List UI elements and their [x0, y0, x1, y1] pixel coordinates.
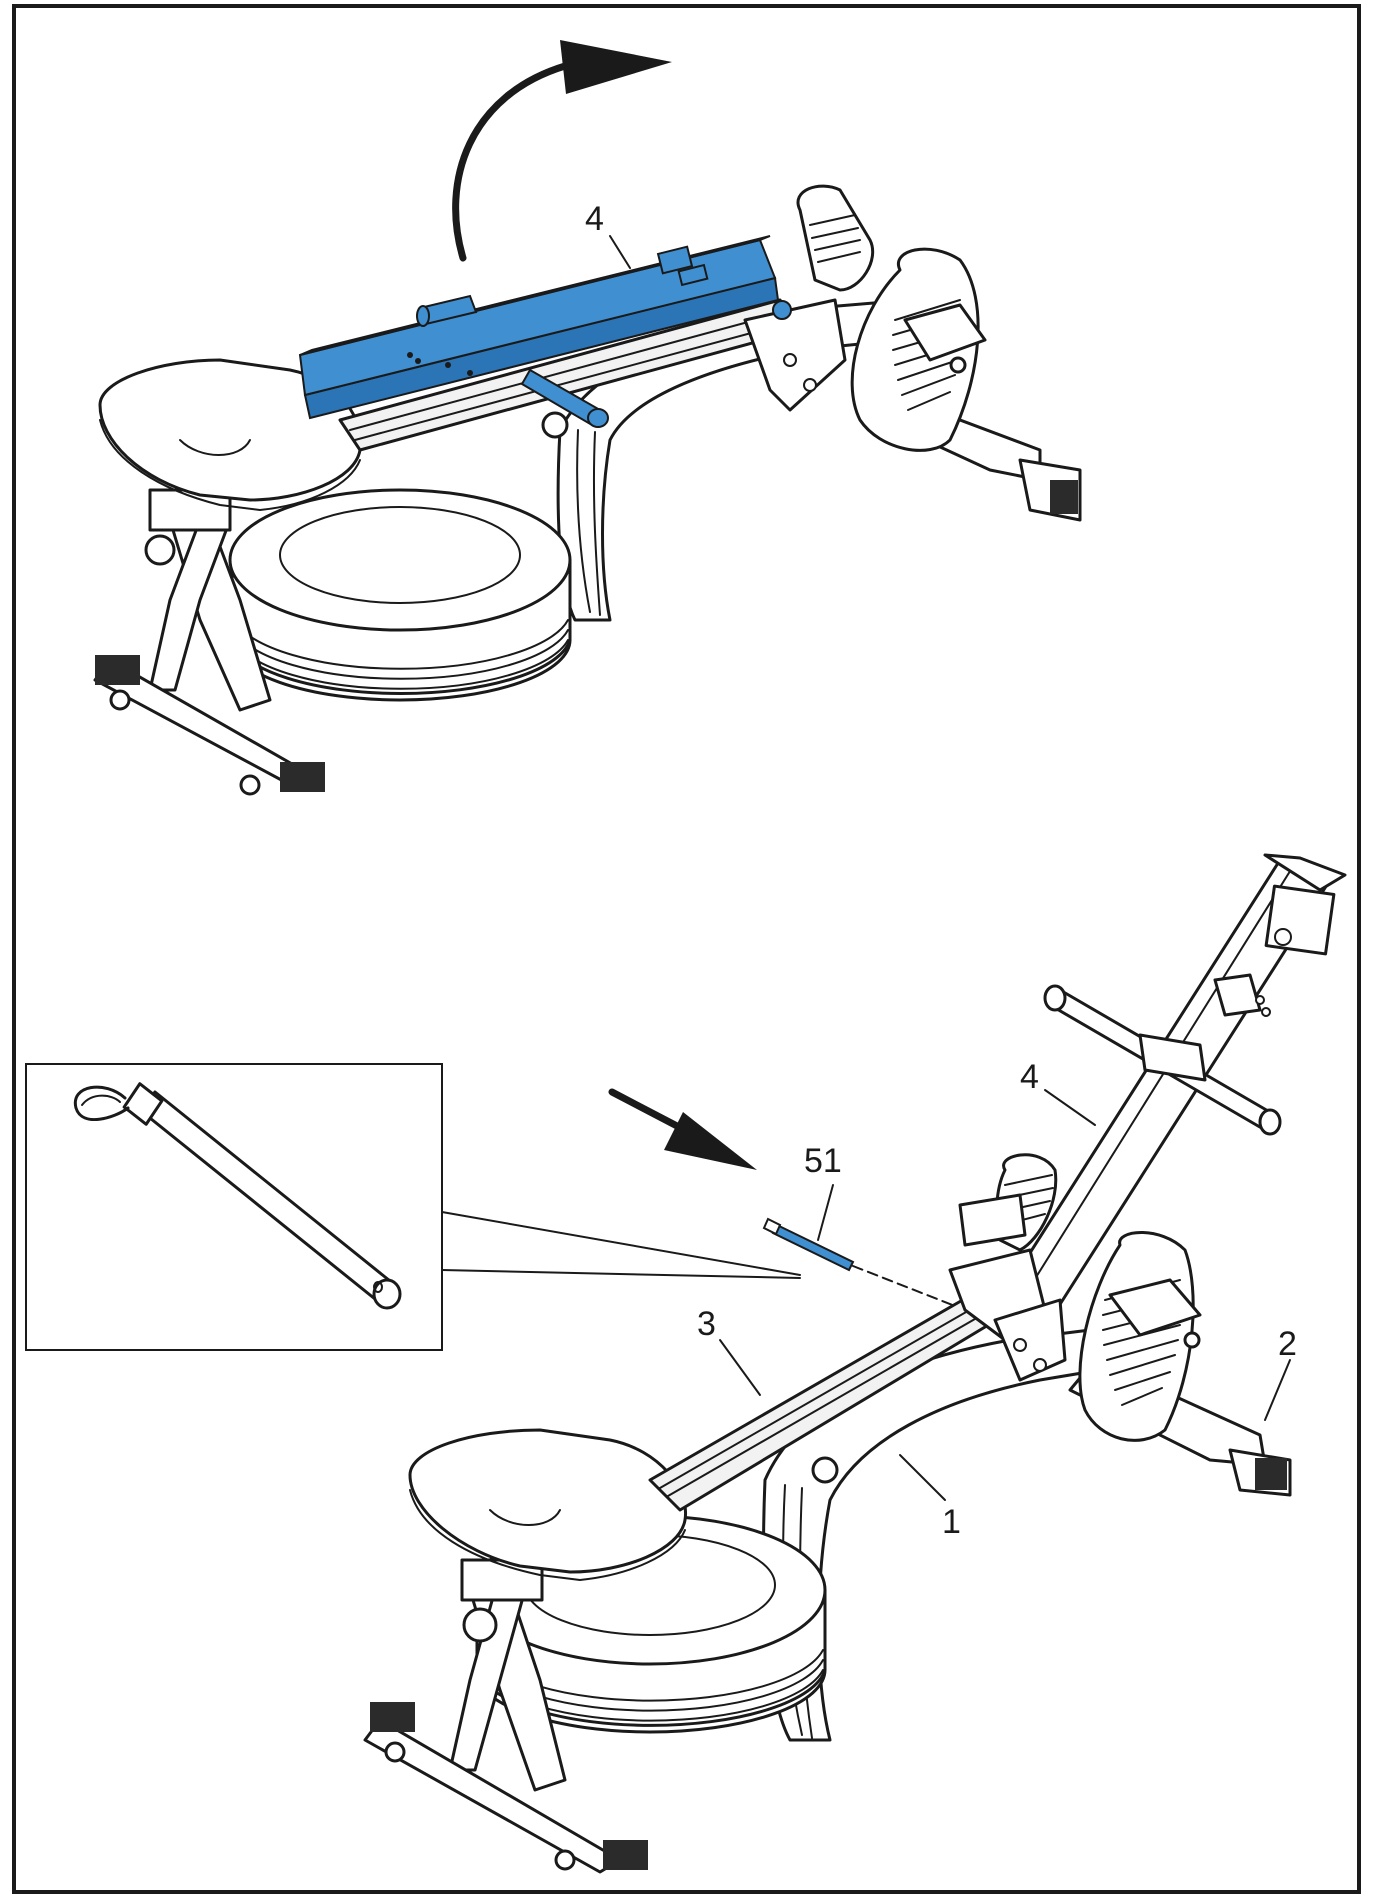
curved-arrow-icon [452, 40, 672, 262]
callout-rear-stabilizer: 2 [1278, 1325, 1297, 1363]
bottom-figure-unfolded-rower: 51 4 3 2 1 [363, 853, 1347, 1874]
water-tank-top [228, 488, 572, 702]
callout-slide-rail: 3 [697, 1305, 716, 1343]
handlebar-bottom [1043, 984, 1282, 1136]
pin-part-51 [762, 1217, 956, 1307]
pin-closeup [73, 1082, 402, 1310]
page-border [12, 4, 1361, 1894]
callout-pin: 51 [804, 1142, 842, 1180]
seat-top [98, 358, 363, 511]
inset-detail-pin [25, 1063, 801, 1351]
front-legs-top [93, 488, 325, 796]
top-figure-folded-rower: 4 [93, 40, 1082, 796]
highlighted-rail-part-4-top [298, 235, 792, 428]
callout-top-rail: 4 [585, 200, 604, 238]
front-legs-bottom [363, 1558, 648, 1874]
slide-rail-bottom [648, 1248, 1067, 1512]
pivot-bracket-top [743, 298, 847, 412]
seat-bottom [408, 1428, 688, 1581]
footrests-top [796, 184, 987, 452]
footrests-bottom [958, 1153, 1202, 1442]
callout-main-frame: 1 [942, 1503, 961, 1541]
straight-arrow-icon [608, 1088, 757, 1170]
callout-bottom-rail: 4 [1020, 1058, 1039, 1096]
water-tank-bottom [473, 1514, 827, 1734]
